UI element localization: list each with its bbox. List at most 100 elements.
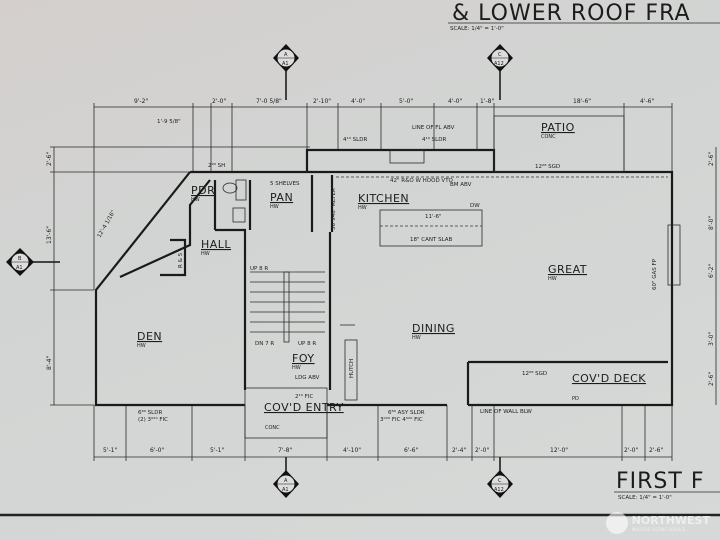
interior-walls — [119, 149, 681, 401]
svg-text:4'-6": 4'-6" — [640, 98, 654, 105]
svg-text:LINE OF FL ABV: LINE OF FL ABV — [412, 125, 455, 131]
svg-text:DW: DW — [470, 203, 480, 209]
cooktop — [389, 149, 425, 164]
svg-text:PD: PD — [572, 396, 579, 402]
svg-text:6'-0": 6'-0" — [150, 447, 164, 454]
svg-text:6'-6": 6'-6" — [404, 447, 418, 454]
svg-text:HW: HW — [191, 197, 200, 203]
svg-text:5'-1": 5'-1" — [210, 447, 224, 454]
kitchen-island — [379, 209, 483, 247]
section-marker-b-left: B A1 — [6, 248, 60, 276]
svg-text:1'-8": 1'-8" — [480, 98, 494, 105]
room-patio: PATIO — [541, 121, 575, 134]
hutch — [344, 339, 358, 401]
patio-slab — [493, 115, 625, 173]
svg-text:5 SHELVES: 5 SHELVES — [270, 181, 300, 187]
covered-entry-slab — [244, 387, 328, 439]
svg-text:8'-4": 8'-4" — [46, 356, 53, 370]
svg-text:R & S: R & S — [178, 252, 184, 268]
sink-icon — [232, 207, 246, 223]
svg-text:UP 8 R: UP 8 R — [298, 341, 316, 347]
room-great: GREAT — [548, 263, 587, 276]
room-kitchen: KITCHEN — [358, 192, 409, 205]
room-foyer: FOY — [292, 352, 315, 365]
svg-text:4¹⁰ SLDR: 4¹⁰ SLDR — [343, 136, 367, 143]
svg-text:2'-6": 2'-6" — [46, 152, 53, 166]
svg-text:1'-9 5/8": 1'-9 5/8" — [157, 119, 181, 125]
svg-text:CONC: CONC — [541, 134, 556, 140]
svg-text:6'-2": 6'-2" — [708, 264, 715, 278]
svg-text:HW: HW — [412, 335, 421, 341]
svg-text:2'-6": 2'-6" — [649, 447, 663, 454]
svg-text:3⁰²⁰ FIC 4⁰²⁰ FIC: 3⁰²⁰ FIC 4⁰²⁰ FIC — [380, 416, 423, 423]
section-marker-c-bottom: C A12 — [487, 457, 513, 498]
svg-text:3'-0": 3'-0" — [708, 332, 715, 346]
stairs — [250, 271, 325, 343]
svg-text:A1: A1 — [16, 265, 23, 271]
svg-text:2'-4": 2'-4" — [452, 447, 466, 454]
room-dining: DINING — [412, 322, 455, 335]
svg-text:6⁸⁰ SLDR: 6⁸⁰ SLDR — [138, 409, 162, 416]
svg-text:2'-10": 2'-10" — [313, 98, 331, 105]
svg-text:8'-0": 8'-0" — [708, 216, 715, 230]
svg-text:HW: HW — [292, 365, 301, 371]
svg-text:4¹⁰ SLDR: 4¹⁰ SLDR — [422, 136, 446, 143]
svg-text:HW: HW — [137, 343, 146, 349]
svg-text:CONC: CONC — [265, 425, 280, 431]
exterior-walls — [94, 115, 674, 439]
svg-text:12'-0": 12'-0" — [550, 447, 568, 454]
svg-text:2'-6": 2'-6" — [708, 152, 715, 166]
svg-text:12⁰⁸ SGD: 12⁰⁸ SGD — [535, 163, 560, 170]
svg-text:B: B — [18, 256, 22, 262]
section-marker-a-bottom: A A1 — [273, 457, 299, 498]
room-pdr: PDR — [191, 184, 215, 197]
svg-text:C: C — [498, 478, 502, 484]
svg-text:LINE OF WALL BLW: LINE OF WALL BLW — [480, 409, 532, 415]
svg-text:UP 8 R: UP 8 R — [250, 266, 268, 272]
mls-logo-icon — [605, 512, 628, 534]
svg-text:HUTCH: HUTCH — [349, 359, 355, 378]
svg-text:4'-0": 4'-0" — [448, 98, 462, 105]
svg-text:(2) 3⁰²⁰ FIC: (2) 3⁰²⁰ FIC — [138, 416, 168, 423]
svg-text:2'-6": 2'-6" — [708, 372, 715, 386]
svg-text:BM ABV: BM ABV — [450, 182, 472, 188]
svg-text:6⁸⁰ ASY SLDR: 6⁸⁰ ASY SLDR — [388, 409, 425, 416]
room-covered-entry: COV'D ENTRY — [264, 401, 344, 414]
svg-text:11'-6": 11'-6" — [425, 214, 442, 220]
svg-text:60" GAS FP: 60" GAS FP — [652, 258, 658, 290]
svg-text:A12: A12 — [494, 487, 504, 493]
fireplace — [667, 224, 681, 286]
svg-text:2'-0": 2'-0" — [475, 447, 489, 454]
svg-text:LDG ABV: LDG ABV — [295, 375, 320, 381]
svg-text:C: C — [498, 52, 502, 58]
room-hall: HALL — [201, 238, 231, 251]
svg-text:4'-10": 4'-10" — [343, 447, 361, 454]
svg-text:12⁰⁸ SGD: 12⁰⁸ SGD — [522, 370, 547, 377]
svg-text:36"x48" REFER: 36"x48" REFER — [331, 188, 337, 230]
left-dimension-string: 2'-6" 13'-6" 8'-4" — [46, 146, 310, 406]
svg-text:HW: HW — [270, 204, 279, 210]
svg-text:2'-0": 2'-0" — [624, 447, 638, 454]
svg-text:A: A — [284, 52, 288, 58]
svg-text:7'-0 5/8": 7'-0 5/8" — [256, 98, 282, 105]
svg-text:A: A — [284, 478, 288, 484]
room-pantry: PAN — [270, 191, 293, 204]
right-dimension-string: 2'-6" 8'-0" 6'-2" 3'-0" 2'-6" — [708, 147, 717, 405]
room-covered-deck: COV'D DECK — [572, 372, 646, 385]
bottom-dimension-string: 5'-1" 6'-0" 5'-1" 7'-8" 4'-10" 6'-6" 2'-… — [93, 405, 673, 461]
svg-text:HW: HW — [201, 251, 210, 257]
drawing-notes: LINE OF FL ABV 4¹⁰ SLDR 4¹⁰ SLDR 1'-9 5/… — [97, 119, 658, 423]
svg-text:5'-1": 5'-1" — [103, 447, 117, 454]
lower-sheet-title: FIRST F — [616, 469, 704, 494]
svg-text:13'-6": 13'-6" — [46, 226, 53, 244]
svg-text:HW: HW — [358, 205, 367, 211]
upper-sheet-title: & LOWER ROOF FRA — [452, 1, 691, 26]
svg-text:HW: HW — [548, 276, 557, 282]
svg-text:2'-0": 2'-0" — [212, 98, 226, 105]
svg-text:12'-4 1/16": 12'-4 1/16" — [97, 209, 118, 239]
svg-text:18'-6": 18'-6" — [573, 98, 591, 105]
toilet-icon — [222, 182, 238, 194]
section-marker-a-top: A A1 — [273, 44, 299, 100]
